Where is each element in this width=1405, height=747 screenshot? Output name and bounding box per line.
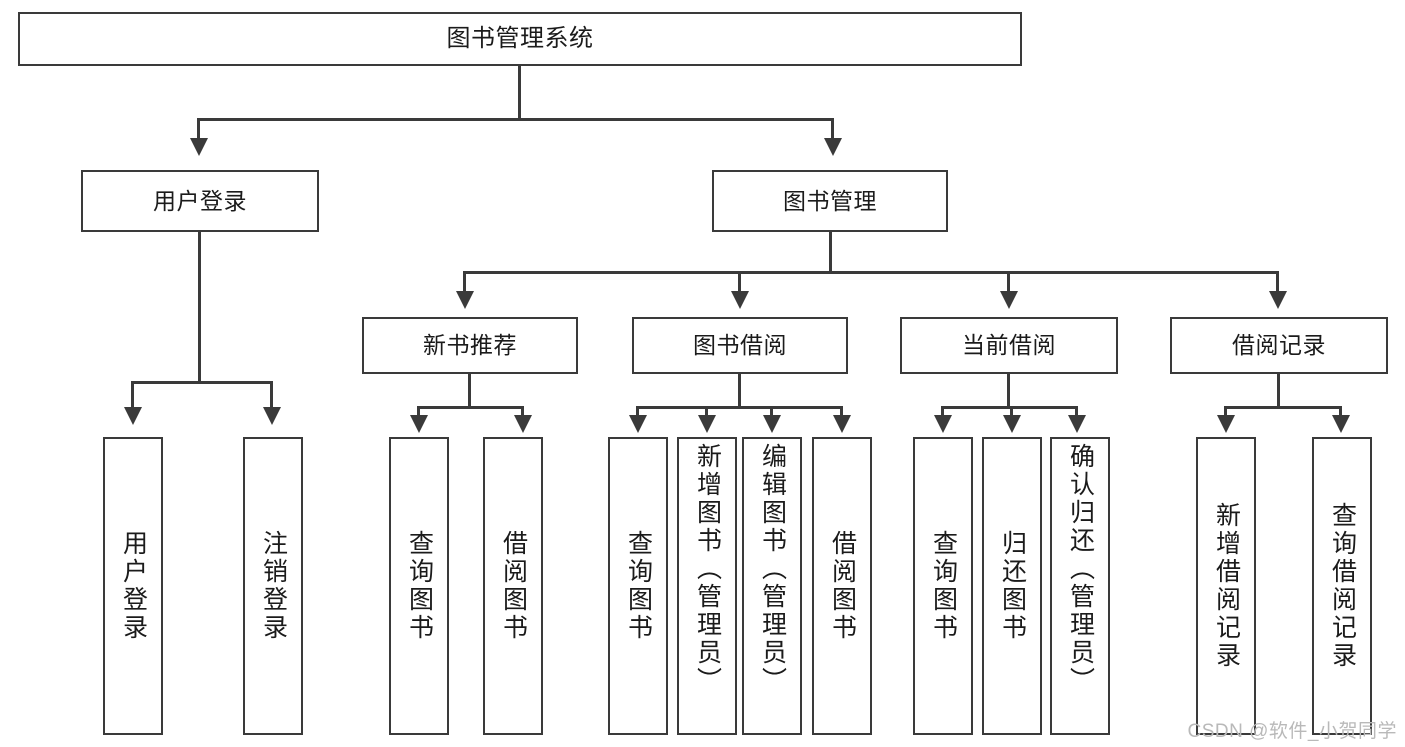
- leaf-query-book-borrow[interactable]: 查询图书: [608, 437, 668, 735]
- connector-cb-drop-1: [941, 406, 944, 418]
- arrow-to-leaf-query-book-cb: [934, 415, 952, 433]
- connector-bb-drop-3: [770, 406, 773, 418]
- connector-borrow-record-stem: [1277, 374, 1280, 408]
- leaf-user-login[interactable]: 用户登录: [103, 437, 163, 735]
- connector-user-login-stem: [198, 232, 201, 383]
- arrow-to-leaf-add-book: [698, 415, 716, 433]
- connector-br-drop-2: [1339, 406, 1342, 418]
- connector-book-management-stem: [829, 232, 832, 273]
- leaf-label: 查询图书: [929, 530, 958, 642]
- leaf-borrow-book-borrow[interactable]: 借阅图书: [812, 437, 872, 735]
- connector-borrow-record-bus: [1224, 406, 1342, 409]
- leaf-borrow-book-new-recommend[interactable]: 借阅图书: [483, 437, 543, 735]
- connector-cb-drop-3: [1075, 406, 1078, 418]
- connector-new-book-stem: [468, 374, 471, 408]
- csdn-watermark: CSDN @软件_小贺同学: [1187, 721, 1397, 742]
- connector-root-bus: [197, 118, 834, 121]
- arrow-to-current-borrow: [1000, 291, 1018, 309]
- node-label: 借阅记录: [1232, 332, 1326, 359]
- node-label: 图书管理系统: [446, 25, 594, 53]
- node-label: 新书推荐: [423, 332, 517, 359]
- connector-book-borrow-bus: [636, 406, 843, 409]
- arrow-to-borrow-record: [1269, 291, 1287, 309]
- leaf-add-borrow-record[interactable]: 新增借阅记录: [1196, 437, 1256, 735]
- connector-root-to-book-management: [831, 118, 834, 140]
- arrow-to-leaf-query-record: [1332, 415, 1350, 433]
- node-label: 图书管理: [783, 187, 877, 214]
- leaf-label: 归还图书: [998, 530, 1027, 642]
- arrow-to-leaf-add-record: [1217, 415, 1235, 433]
- arrow-to-leaf-query-book-bb: [629, 415, 647, 433]
- node-label: 用户登录: [153, 187, 247, 214]
- leaf-edit-book-admin[interactable]: 编辑图书（管理员）: [742, 437, 802, 735]
- arrow-to-leaf-logout: [263, 407, 281, 425]
- arrow-to-leaf-edit-book: [763, 415, 781, 433]
- leaf-confirm-return-admin[interactable]: 确认归还（管理员）: [1050, 437, 1110, 735]
- connector-bb-drop-4: [840, 406, 843, 418]
- connector-bm-drop-borrow-record: [1276, 271, 1279, 293]
- leaf-label: 确认归还（管理员）: [1066, 443, 1095, 695]
- leaf-label: 用户登录: [119, 530, 148, 642]
- connector-user-login-drop-1: [131, 381, 134, 409]
- connector-br-drop-1: [1224, 406, 1227, 418]
- connector-user-login-bus: [131, 381, 270, 384]
- connector-book-management-bus: [463, 271, 1279, 274]
- arrow-to-new-book-recommend: [456, 291, 474, 309]
- connector-current-borrow-bus: [941, 406, 1078, 409]
- leaf-label: 查询图书: [624, 530, 653, 642]
- leaf-label: 借阅图书: [499, 530, 528, 642]
- connector-root-stem: [518, 66, 521, 119]
- leaf-query-book-current[interactable]: 查询图书: [913, 437, 973, 735]
- leaf-label: 新增借阅记录: [1212, 502, 1241, 670]
- connector-bm-drop-book-borrow: [738, 271, 741, 293]
- connector-book-borrow-stem: [738, 374, 741, 408]
- connector-root-to-user-login: [197, 118, 200, 140]
- leaf-query-book-new-recommend[interactable]: 查询图书: [389, 437, 449, 735]
- leaf-label: 查询图书: [405, 530, 434, 642]
- arrow-to-book-borrow: [731, 291, 749, 309]
- node-label: 图书借阅: [693, 332, 787, 359]
- arrow-to-leaf-user-login: [124, 407, 142, 425]
- arrow-to-leaf-return-book: [1003, 415, 1021, 433]
- connector-bm-drop-new-book: [463, 271, 466, 293]
- node-label: 当前借阅: [962, 332, 1056, 359]
- leaf-label: 借阅图书: [828, 530, 857, 642]
- connector-bb-drop-2: [705, 406, 708, 418]
- connector-bb-drop-1: [636, 406, 639, 418]
- leaf-logout-login[interactable]: 注销登录: [243, 437, 303, 735]
- node-root-book-management-system[interactable]: 图书管理系统: [18, 12, 1022, 66]
- node-book-management[interactable]: 图书管理: [712, 170, 948, 232]
- node-new-book-recommend[interactable]: 新书推荐: [362, 317, 578, 374]
- arrow-to-book-management: [824, 138, 842, 156]
- arrow-to-leaf-borrow-book-nb: [514, 415, 532, 433]
- connector-new-book-drop-2: [521, 406, 524, 418]
- leaf-add-book-admin[interactable]: 新增图书（管理员）: [677, 437, 737, 735]
- node-current-borrow[interactable]: 当前借阅: [900, 317, 1118, 374]
- connector-current-borrow-stem: [1007, 374, 1010, 408]
- connector-bm-drop-current-borrow: [1007, 271, 1010, 293]
- arrow-to-user-login: [190, 138, 208, 156]
- connector-cb-drop-2: [1010, 406, 1013, 418]
- arrow-to-leaf-borrow-book-bb: [833, 415, 851, 433]
- connector-user-login-drop-2: [270, 381, 273, 409]
- leaf-return-book[interactable]: 归还图书: [982, 437, 1042, 735]
- node-user-login[interactable]: 用户登录: [81, 170, 319, 232]
- leaf-label: 新增图书（管理员）: [693, 443, 722, 695]
- leaf-label: 查询借阅记录: [1328, 502, 1357, 670]
- node-borrow-record[interactable]: 借阅记录: [1170, 317, 1388, 374]
- connector-new-book-drop-1: [417, 406, 420, 418]
- leaf-query-borrow-record[interactable]: 查询借阅记录: [1312, 437, 1372, 735]
- node-book-borrow[interactable]: 图书借阅: [632, 317, 848, 374]
- arrow-to-leaf-confirm-return: [1068, 415, 1086, 433]
- connector-new-book-bus: [417, 406, 524, 409]
- leaf-label: 注销登录: [259, 530, 288, 642]
- arrow-to-leaf-query-book-nb: [410, 415, 428, 433]
- leaf-label: 编辑图书（管理员）: [758, 443, 787, 695]
